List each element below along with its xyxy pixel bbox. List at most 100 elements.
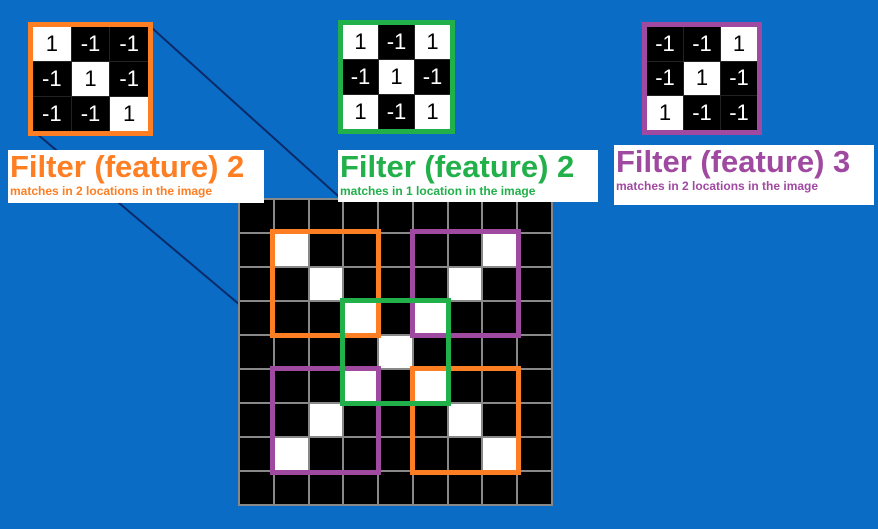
- image-pixel: [273, 403, 309, 437]
- filter-2-subtitle: matches in 1 location in the image: [340, 184, 536, 198]
- filter-cell: 1: [71, 62, 110, 96]
- image-pixel: [378, 267, 413, 301]
- image-pixel: [378, 471, 413, 505]
- image-pixel: [482, 335, 518, 369]
- filter-cell: 1: [415, 25, 450, 59]
- image-pixel: [517, 369, 552, 403]
- image-pixel: [343, 233, 379, 267]
- image-pixel: [517, 199, 552, 233]
- filter-cell: -1: [33, 97, 71, 131]
- filter-cell: 1: [343, 25, 378, 59]
- filter-cell: -1: [71, 27, 110, 61]
- image-pixel: [308, 301, 344, 335]
- image-pixel: [239, 233, 274, 267]
- purple-match-box: [270, 366, 381, 475]
- filter-cell: -1: [379, 25, 414, 59]
- filter-3-title: Filter (feature) 3: [616, 144, 851, 179]
- image-pixel: [447, 369, 483, 403]
- image-pixel: [273, 369, 309, 403]
- filter-cell: -1: [343, 60, 378, 94]
- image-pixel: [273, 267, 309, 301]
- filter-1-label: Filter (feature) 2 matches in 2 location…: [8, 150, 264, 203]
- image-pixel: [343, 403, 379, 437]
- filter-cell: 1: [379, 60, 414, 94]
- filter-cell: -1: [647, 61, 683, 96]
- image-pixel: [482, 199, 518, 233]
- image-pixel: [447, 199, 483, 233]
- filter-cell: -1: [415, 60, 450, 94]
- filter-cell: -1: [721, 96, 757, 130]
- filter-3-subtitle: matches in 2 locations in the image: [616, 179, 819, 193]
- image-pixel: [378, 335, 413, 369]
- filter-cell: -1: [33, 62, 71, 96]
- image-pixel: [517, 471, 552, 505]
- image-pixel: [343, 335, 379, 369]
- filter-1-title: Filter (feature) 2: [10, 149, 245, 184]
- filter-cell: 1: [415, 95, 450, 129]
- image-pixel: [343, 471, 379, 505]
- image-pixel: [447, 267, 483, 301]
- image-pixel: [378, 199, 413, 233]
- image-pixel: [343, 199, 379, 233]
- image-pixel: [517, 233, 552, 267]
- green-match-box: [340, 297, 451, 407]
- filter-2-label: Filter (feature) 2 matches in 1 location…: [338, 150, 598, 202]
- filter-cell: -1: [71, 97, 110, 131]
- image-pixel: [239, 471, 274, 505]
- image-pixel: [308, 199, 344, 233]
- image-pixel: [447, 471, 483, 505]
- image-pixel: [239, 199, 274, 233]
- image-pixel: [378, 233, 413, 267]
- filter-cell: -1: [110, 62, 148, 96]
- image-pixel: [412, 199, 448, 233]
- image-pixel: [308, 267, 344, 301]
- image-pixel: [412, 267, 448, 301]
- orange-match-box: [410, 366, 521, 475]
- image-pixel: [517, 437, 552, 471]
- image-pixel: [308, 233, 344, 267]
- filter-cell: -1: [684, 96, 720, 130]
- filter-cell: -1: [721, 61, 757, 96]
- image-pixel: [412, 471, 448, 505]
- image-pixel: [239, 335, 274, 369]
- image-pixel: [517, 301, 552, 335]
- filter-cell: -1: [684, 27, 720, 61]
- image-pixel: [378, 403, 413, 437]
- image-pixel: [273, 335, 309, 369]
- image-pixel: [517, 335, 552, 369]
- image-pixel: [308, 403, 344, 437]
- filter-cell: 1: [33, 27, 71, 61]
- filter-cell: 1: [721, 27, 757, 61]
- image-grid: [238, 198, 553, 506]
- image-pixel: [378, 437, 413, 471]
- orange-match-box: [270, 229, 381, 338]
- image-pixel: [447, 335, 483, 369]
- image-pixel: [308, 471, 344, 505]
- filter-cell: -1: [110, 27, 148, 61]
- filter-1-subtitle: matches in 2 locations in the image: [10, 184, 213, 198]
- image-pixel: [308, 437, 344, 471]
- image-pixel: [239, 301, 274, 335]
- filter-cell: 1: [343, 95, 378, 129]
- filter-cell: 1: [110, 97, 148, 131]
- image-pixel: [517, 267, 552, 301]
- image-pixel: [482, 403, 518, 437]
- image-pixel: [517, 403, 552, 437]
- filter-2-title: Filter (feature) 2: [340, 149, 575, 184]
- filter-cell: 1: [684, 61, 720, 96]
- image-pixel: [343, 267, 379, 301]
- image-pixel: [447, 403, 483, 437]
- image-pixel: [239, 369, 274, 403]
- image-pixel: [482, 267, 518, 301]
- filter-cell: -1: [379, 95, 414, 129]
- image-pixel: [482, 471, 518, 505]
- image-pixel: [273, 199, 309, 233]
- image-pixel: [239, 437, 274, 471]
- filter-cell: 1: [647, 96, 683, 130]
- filter-3-label: Filter (feature) 3 matches in 2 location…: [614, 145, 874, 205]
- image-pixel: [239, 267, 274, 301]
- image-pixel: [273, 471, 309, 505]
- image-pixel: [239, 403, 274, 437]
